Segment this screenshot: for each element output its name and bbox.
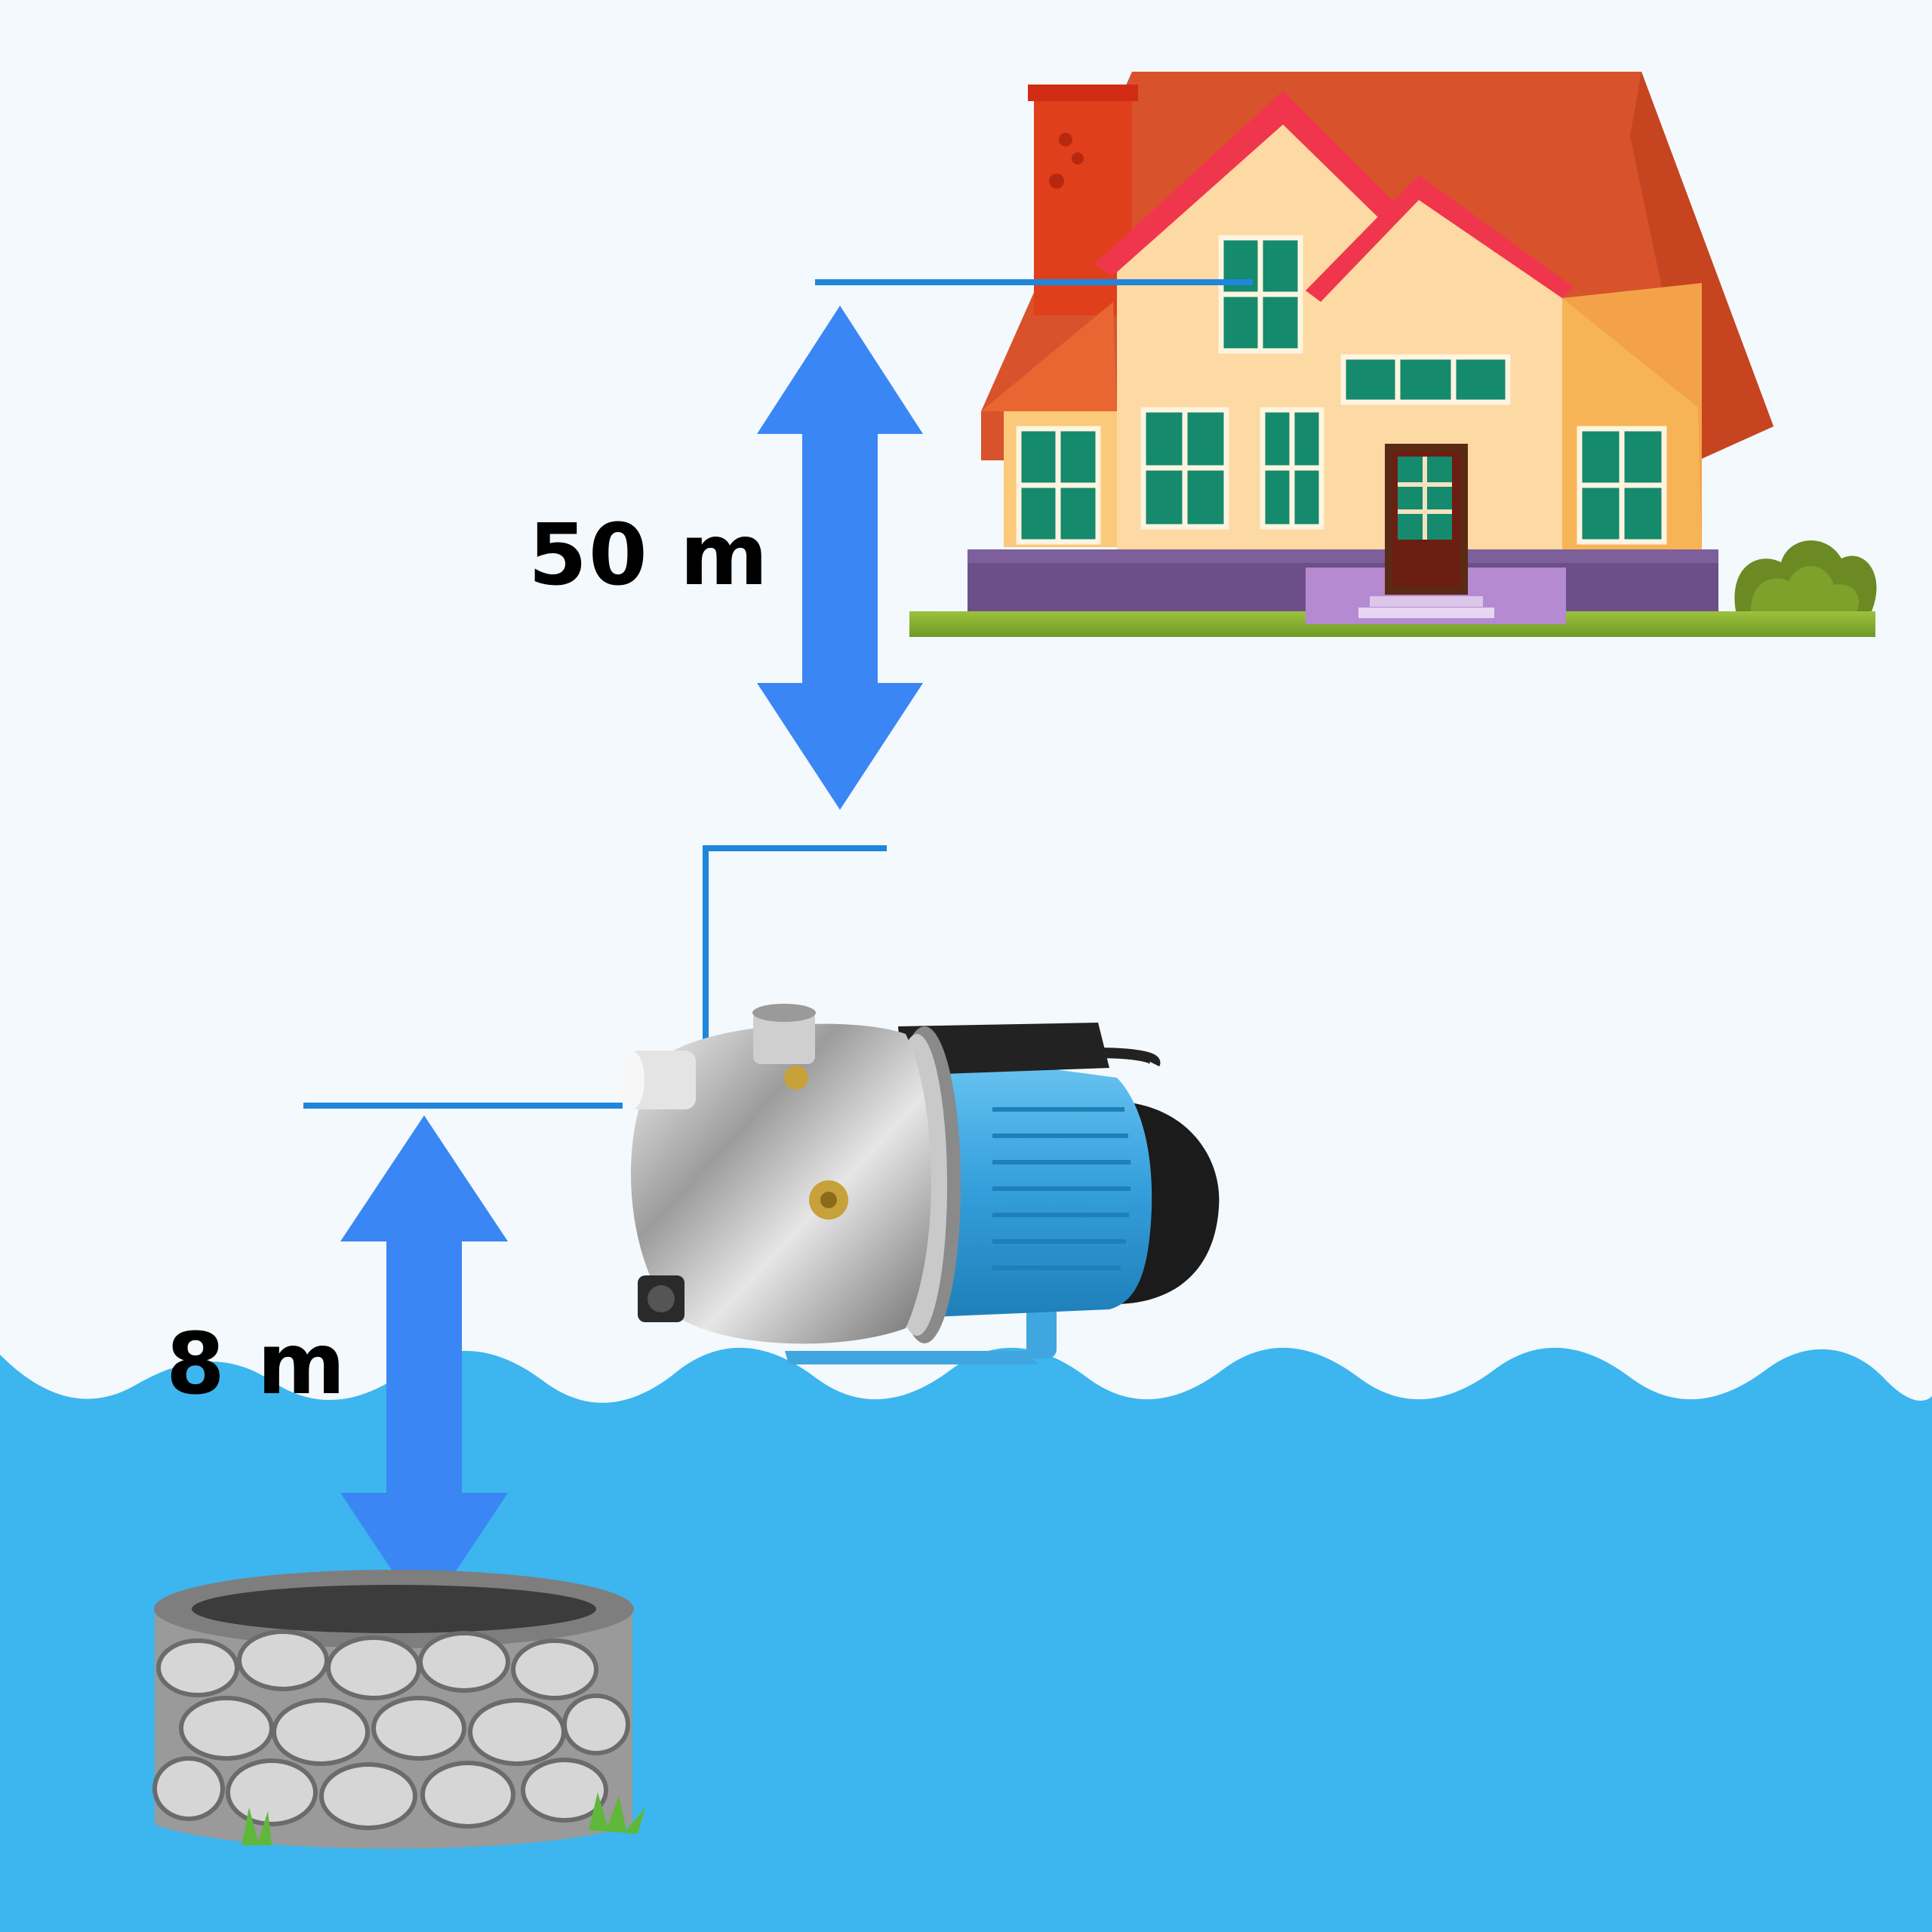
guide-lines	[303, 279, 1253, 1109]
stone-well-icon	[152, 1570, 645, 1849]
discharge-height-label: 50 m	[528, 506, 770, 605]
discharge-height-arrow	[757, 306, 923, 810]
water-pump-icon	[620, 1004, 1220, 1364]
outlet-pipe-line	[703, 845, 887, 1049]
suction-depth-label: 8 m	[166, 1315, 347, 1414]
suction-depth-arrow	[340, 1115, 508, 1619]
house-icon	[909, 72, 1877, 637]
